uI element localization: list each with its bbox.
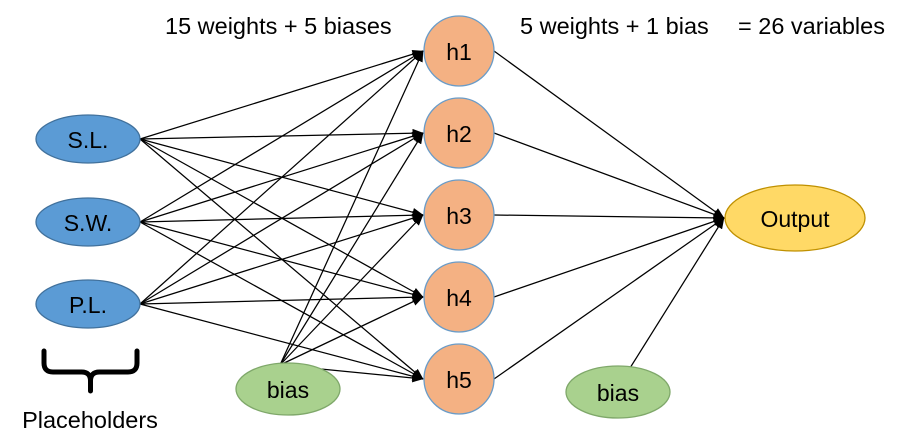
input-pl[interactable]: P.L. — [35, 279, 141, 329]
edge-hidden-h4-to-output-node — [493, 217, 725, 298]
edge-input-pl-to-hidden-h4 — [139, 292, 424, 305]
annotation-total-variables: = 26 variables — [738, 13, 885, 39]
bias-hidden-shape[interactable] — [235, 362, 341, 416]
bias-hidden-label: bias — [267, 377, 309, 403]
edge-bias-hidden-to-hidden-h4 — [279, 296, 424, 366]
hidden-h5-shape[interactable] — [423, 343, 495, 415]
input-sl-label: S.L. — [68, 127, 109, 153]
annotations-group: 15 weights + 5 biases 5 weights + 1 bias =… — [165, 13, 885, 39]
edge-input-sl-to-hidden-h1 — [139, 49, 424, 140]
hidden-h4-shape[interactable] — [423, 261, 495, 333]
edge-bias-hidden-to-hidden-h2 — [279, 132, 424, 366]
hidden-h4[interactable]: h4 — [423, 261, 495, 333]
edge-input-pl-to-hidden-h3 — [139, 214, 424, 305]
input-sw-label: S.W. — [64, 210, 113, 236]
placeholders-label: Placeholders — [22, 407, 158, 433]
edge-bias-output-to-output-node — [629, 217, 725, 369]
edge-input-pl-to-hidden-h5 — [139, 303, 424, 381]
hidden-h3[interactable]: h3 — [423, 179, 495, 251]
hidden-h2-shape[interactable] — [423, 97, 495, 169]
hidden-h1-shape[interactable] — [423, 15, 495, 87]
edge-input-sw-to-hidden-h1 — [139, 50, 424, 223]
input-layer-group: S.L. S.W. P.L. — [35, 114, 141, 329]
hidden-h3-shape[interactable] — [423, 179, 495, 251]
hidden-h4-label: h4 — [446, 285, 472, 311]
bias-hidden[interactable]: bias — [235, 362, 341, 416]
hidden-h5[interactable]: h5 — [423, 343, 495, 415]
bias-output[interactable]: bias — [565, 365, 671, 419]
edge-bias-hidden-to-hidden-h1 — [279, 50, 424, 366]
bias-output-label: bias — [597, 380, 639, 406]
hidden-h1-label: h1 — [446, 39, 472, 65]
hidden-h2-label: h2 — [446, 121, 472, 147]
annotation-hidden-layer-params: 15 weights + 5 biases — [165, 13, 392, 39]
edges-bias-to-output — [629, 217, 725, 369]
annotation-output-layer-params: 5 weights + 1 bias — [520, 13, 709, 39]
input-sw-shape[interactable] — [35, 197, 141, 247]
bias-nodes-group: bias bias — [235, 362, 671, 419]
input-pl-shape[interactable] — [35, 279, 141, 329]
edges-hidden-to-output — [493, 50, 725, 380]
hidden-h2[interactable]: h2 — [423, 97, 495, 169]
input-sw[interactable]: S.W. — [35, 197, 141, 247]
output-node-shape[interactable] — [724, 184, 866, 252]
placeholders-bracket: Placeholders — [22, 348, 158, 433]
output-node-label: Output — [760, 206, 830, 232]
output-layer-group: Output — [724, 184, 866, 252]
hidden-h5-label: h5 — [446, 367, 472, 393]
hidden-h3-label: h3 — [446, 203, 472, 229]
edge-bias-hidden-to-hidden-h3 — [279, 214, 424, 366]
hidden-h1[interactable]: h1 — [423, 15, 495, 87]
output-node[interactable]: Output — [724, 184, 866, 252]
input-sl-shape[interactable] — [35, 114, 141, 164]
edge-hidden-h2-to-output-node — [493, 132, 725, 219]
edge-hidden-h5-to-output-node — [493, 217, 725, 380]
edge-input-pl-to-hidden-h2 — [139, 132, 424, 305]
hidden-layer-group: h1 h2 h3 h4 h5 — [423, 15, 495, 415]
input-sl[interactable]: S.L. — [35, 114, 141, 164]
edge-hidden-h1-to-output-node — [493, 50, 725, 219]
bias-output-shape[interactable] — [565, 365, 671, 419]
edges-input-to-hidden — [139, 49, 424, 381]
edges-bias-to-hidden — [279, 50, 424, 383]
edge-input-pl-to-hidden-h1 — [139, 50, 424, 305]
curly-brace-icon — [41, 348, 140, 382]
edge-hidden-h3-to-output-node — [493, 213, 725, 223]
input-pl-label: P.L. — [69, 292, 107, 318]
